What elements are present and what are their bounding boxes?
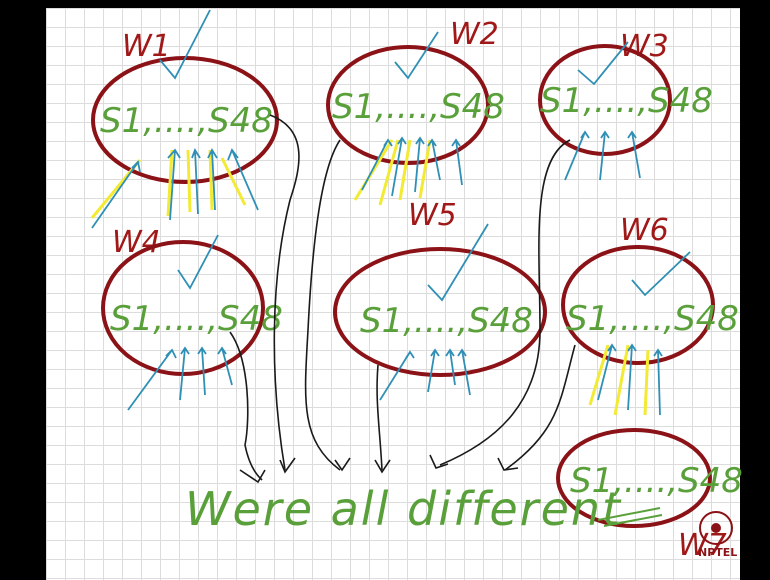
arrow-w6 [504, 344, 576, 471]
world-label: W2 [450, 17, 499, 52]
checkmark-icon [394, 31, 439, 80]
convergence-arrows [229, 114, 576, 484]
world-w5: W5 S1,....,S48 [333, 198, 547, 401]
world-w6: W6 S1,....,S48 [561, 213, 739, 416]
nptel-logo: NPTEL [698, 511, 737, 559]
grid-whiteboard [46, 8, 740, 580]
arrow-w1 [269, 114, 300, 471]
checkmark-icon [177, 234, 219, 290]
arrowhead [429, 454, 449, 469]
underline-strokes [597, 507, 663, 527]
arrowhead [279, 457, 296, 474]
arrow-w4 [229, 331, 263, 481]
arrow-w2 [304, 139, 341, 471]
world-ellipse [326, 45, 490, 165]
incoming-arrows [564, 130, 641, 181]
situation-set: S1,....,S48 [110, 299, 283, 339]
situation-set: S1,....,S48 [100, 101, 273, 141]
situation-set: S1,....,S48 [566, 299, 739, 339]
world-ellipse [561, 245, 715, 365]
arrowhead [374, 459, 391, 474]
situation-set: S1,....,S48 [540, 81, 713, 121]
logo-wheel-icon [699, 511, 733, 545]
checkmark-icon [631, 251, 691, 297]
situation-set: S1,....,S48 [360, 301, 533, 341]
world-label: W6 [620, 213, 669, 248]
arrowhead [497, 457, 519, 471]
checkmark-icon [427, 223, 489, 302]
conclusion-text: Were all different [185, 482, 622, 536]
world-w1: W1 S1,....,S48 [90, 9, 279, 229]
arrow-w5 [376, 364, 383, 471]
situation-set: S1,....,S48 [332, 87, 505, 127]
incoming-arrows [597, 343, 663, 416]
highlight-strokes [588, 344, 650, 416]
logo-hub-icon [711, 523, 721, 533]
arrowhead [334, 457, 351, 472]
incoming-arrows [379, 348, 471, 401]
incoming-arrows [91, 147, 259, 229]
incoming-arrows [127, 346, 233, 411]
checkmark-icon [159, 9, 211, 80]
checkmark-icon [577, 41, 629, 86]
world-ellipse [538, 44, 672, 156]
world-w4: W4 S1,....,S48 [101, 225, 283, 411]
situation-set: S1,....,S48 [570, 461, 743, 501]
world-ellipse [556, 428, 712, 528]
world-label: W5 [408, 198, 457, 233]
world-w3: W3 S1,....,S48 [538, 29, 713, 181]
arrow-w3 [439, 139, 571, 466]
highlight-strokes [353, 139, 432, 206]
logo-text: NPTEL [698, 546, 737, 559]
incoming-arrows [361, 136, 463, 197]
world-ellipse [333, 247, 547, 377]
world-w2: W2 S1,....,S48 [326, 17, 505, 206]
arrowhead [239, 469, 266, 484]
world-w7: S1,....,S48 W7 [556, 428, 743, 563]
highlight-strokes [90, 149, 247, 219]
world-label: W7 [678, 528, 727, 563]
